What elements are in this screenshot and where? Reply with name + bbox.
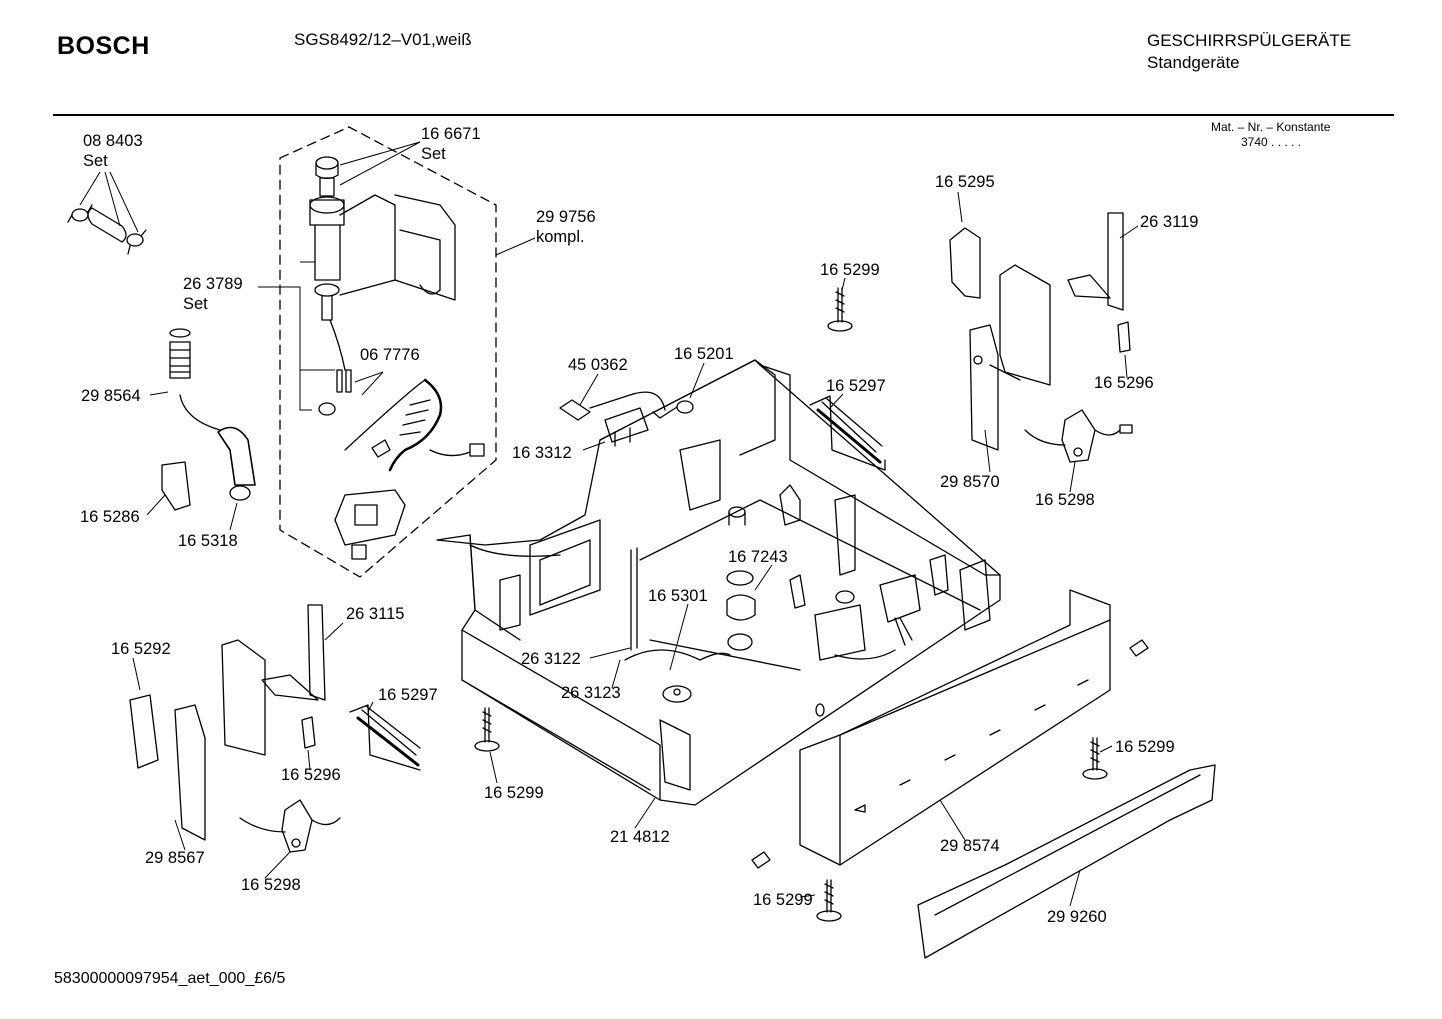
hinge-bracket-right: [1068, 213, 1130, 352]
part-label-165299-left: 16 5299: [484, 784, 544, 802]
part-label-165299-right: 16 5299: [1115, 738, 1175, 756]
hose-clamp-set: [68, 205, 146, 254]
part-label-263122: 26 3122: [521, 650, 581, 668]
part-label-298564: 29 8564: [81, 387, 141, 405]
part-label-299260: 29 9260: [1047, 908, 1107, 926]
part-label-165286: 16 5286: [80, 508, 140, 526]
part-label-165296-left: 16 5296: [281, 766, 341, 784]
part-label-165299-top: 16 5299: [820, 261, 880, 279]
part-label-263123: 26 3123: [561, 684, 621, 702]
part-label-165299-bottom: 16 5299: [753, 891, 813, 909]
category-subtitle: Standgeräte: [1147, 53, 1240, 72]
side-bracket-right: [950, 228, 1050, 450]
spring-hose: [162, 329, 255, 510]
brand-logo: BOSCH: [57, 32, 150, 60]
counterweight-right: [1025, 410, 1132, 462]
document-id: 58300000097954_aet_000_£6/5: [54, 970, 286, 987]
part-label-165318: 16 5318: [178, 532, 238, 550]
konstante-value: 3740 . . . . .: [1241, 135, 1302, 149]
part-label-298567: 29 8567: [145, 849, 205, 867]
screws: [475, 288, 1148, 921]
part-label-165295: 16 5295: [935, 173, 995, 191]
part-label-263119: 26 3119: [1140, 213, 1199, 231]
part-label-450362: 45 0362: [568, 356, 628, 374]
kick-plate: [918, 765, 1215, 958]
part-label-263115: 26 3115: [346, 605, 405, 623]
part-label-165298-left: 16 5298: [241, 876, 301, 894]
konstante-label: Mat. – Nr. – Konstante: [1211, 120, 1331, 134]
part-label-165297-left: 16 5297: [378, 686, 438, 704]
part-label-167243: 16 7243: [728, 548, 788, 566]
part-label-088403: 08 8403 Set: [83, 132, 143, 170]
part-label-163312: 16 3312: [512, 444, 572, 462]
part-label-165292: 16 5292: [111, 640, 171, 658]
part-label-165301: 16 5301: [648, 587, 708, 605]
counterweight-left: [240, 800, 340, 852]
part-label-298570: 29 8570: [940, 473, 1000, 491]
base-tub: [437, 360, 1000, 805]
part-label-214812: 21 4812: [610, 828, 670, 846]
part-label-166671: 16 6671 Set: [421, 125, 481, 163]
part-label-298574: 29 8574: [940, 837, 1000, 855]
model-number: SGS8492/12–V01,weiß: [294, 30, 472, 49]
part-label-067776: 06 7776: [360, 346, 420, 364]
material-constant: Mat. – Nr. – Konstante 3740 . . . . .: [1211, 120, 1330, 150]
appliance-category: GESCHIRRSPÜLGERÄTE Standgeräte: [1147, 30, 1351, 74]
part-label-165297-right: 16 5297: [826, 377, 886, 395]
dashed-assembly-outline: [280, 127, 496, 577]
valve-assembly: [310, 157, 484, 559]
part-label-299756: 29 9756 kompl.: [536, 208, 596, 246]
header-rule: [53, 114, 1394, 116]
spring-bracket-right: [810, 396, 885, 470]
part-label-165296-right: 16 5296: [1094, 374, 1154, 392]
sensor-module: [560, 392, 693, 446]
spring-bracket-left: [350, 705, 420, 770]
part-label-165201: 16 5201: [674, 345, 734, 363]
part-label-165298-right: 16 5298: [1035, 491, 1095, 509]
category-title: GESCHIRRSPÜLGERÄTE: [1147, 31, 1352, 50]
part-label-263789: 26 3789 Set: [183, 275, 243, 313]
side-bracket-left: [130, 605, 325, 840]
plinth: [800, 590, 1110, 865]
